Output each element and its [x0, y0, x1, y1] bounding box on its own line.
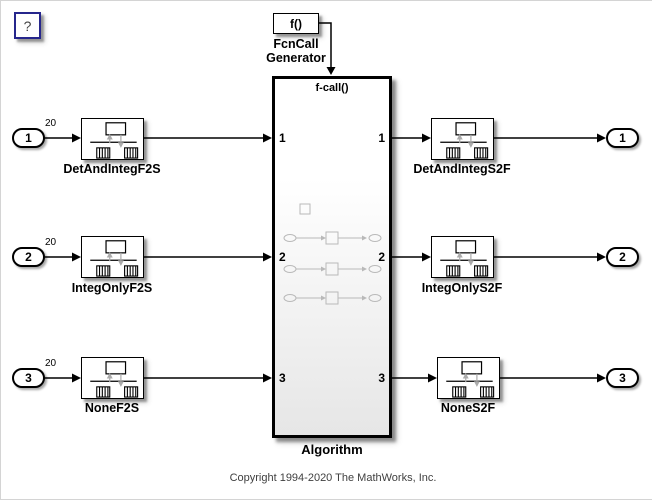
block-label: NoneS2F [440, 401, 496, 415]
arrowhead [597, 133, 606, 143]
algorithm-outport-2: 2 [378, 250, 385, 264]
arrowhead [422, 252, 431, 262]
arrowhead [597, 252, 606, 262]
signal-dimension-label: 20 [45, 118, 57, 129]
fcncall-generator-block[interactable]: f() [273, 13, 319, 34]
arrowhead [263, 133, 272, 143]
arrowhead [263, 252, 272, 262]
arrowhead [428, 373, 437, 383]
inport-3[interactable]: 3 [12, 368, 45, 388]
signal-dimension-label: 20 [45, 237, 57, 248]
block-label: IntegOnlyS2F [421, 281, 503, 295]
arrowhead [72, 373, 81, 383]
buffer-subsystem-icon [82, 358, 143, 398]
block-nonef2s[interactable] [81, 357, 144, 399]
block-label: DetAndIntegS2F [413, 162, 511, 176]
arrowhead [597, 373, 606, 383]
buffer-subsystem-icon [438, 358, 499, 398]
block-integonlyf2s[interactable] [81, 236, 144, 278]
block-detandintegs2f[interactable] [431, 118, 494, 160]
arrowhead [326, 67, 336, 75]
help-button[interactable]: ? [14, 12, 41, 39]
block-label: NoneF2S [84, 401, 140, 415]
buffer-subsystem-icon [82, 119, 143, 159]
algorithm-subsystem-block[interactable]: f-call() [272, 76, 392, 438]
subsystem-contents-preview [283, 203, 382, 305]
arrowhead [72, 133, 81, 143]
block-label: IntegOnlyF2S [71, 281, 153, 295]
buffer-subsystem-icon [432, 237, 493, 277]
signal-dimension-label: 20 [45, 358, 57, 369]
algorithm-outport-1: 1 [378, 131, 385, 145]
algorithm-outport-3: 3 [378, 371, 385, 385]
buffer-subsystem-icon [432, 119, 493, 159]
arrowhead [263, 373, 272, 383]
algorithm-inport-3: 3 [279, 371, 286, 385]
block-nones2f[interactable] [437, 357, 500, 399]
outport-2[interactable]: 2 [606, 247, 639, 267]
inport-1[interactable]: 1 [12, 128, 45, 148]
function-call-port-label: f-call() [315, 82, 349, 94]
algorithm-inport-1: 1 [279, 131, 286, 145]
fcncall-generator-label: FcnCall Generator [266, 37, 326, 65]
outport-3[interactable]: 3 [606, 368, 639, 388]
block-integonlys2f[interactable] [431, 236, 494, 278]
arrowhead [72, 252, 81, 262]
algorithm-inport-2: 2 [279, 250, 286, 264]
block-label: DetAndIntegF2S [63, 162, 161, 176]
outport-1[interactable]: 1 [606, 128, 639, 148]
algorithm-block-label: Algorithm [301, 442, 363, 457]
block-detandintegf2s[interactable] [81, 118, 144, 160]
buffer-subsystem-icon [82, 237, 143, 277]
copyright-text: Copyright 1994-2020 The MathWorks, Inc. [229, 472, 437, 484]
inport-2[interactable]: 2 [12, 247, 45, 267]
arrowhead [422, 133, 431, 143]
